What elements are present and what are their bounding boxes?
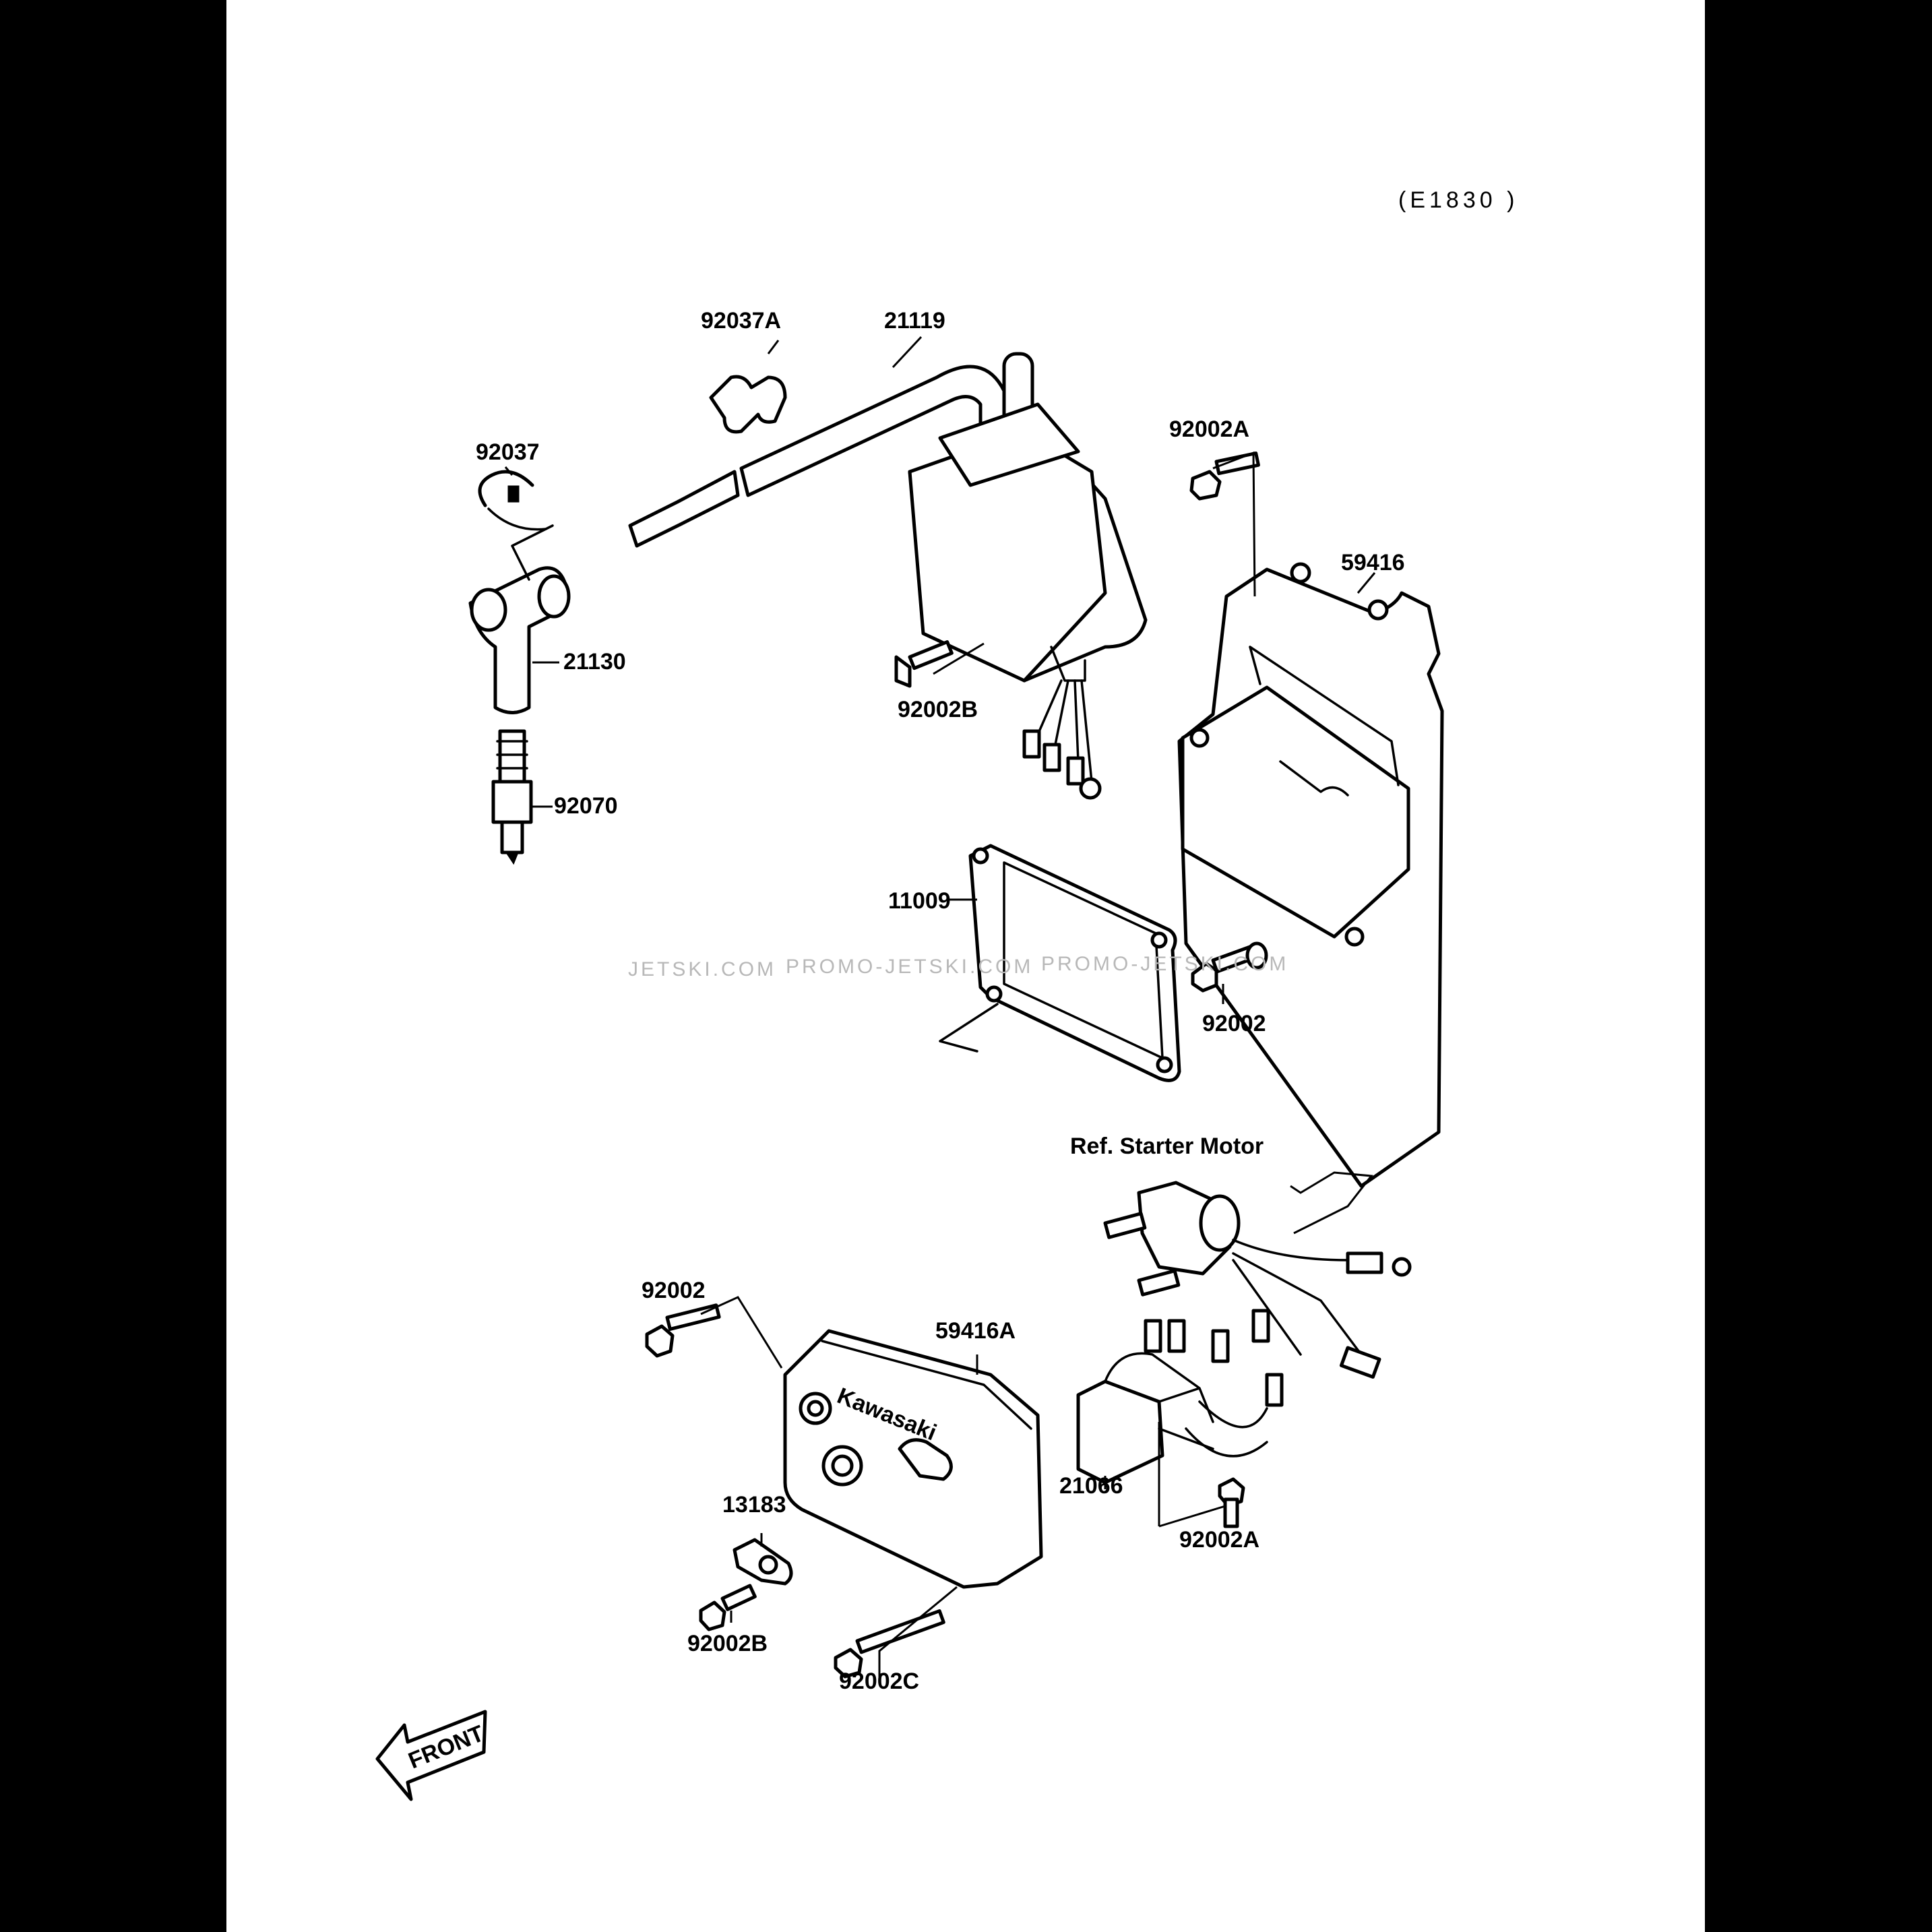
- label-92002B-bottom: 92002B: [687, 1631, 768, 1656]
- bolt-92002B-bottom-icon: [699, 1584, 757, 1631]
- label-92002A-bottom: 92002A: [1179, 1527, 1259, 1553]
- plate-13183-icon: [733, 1538, 793, 1586]
- label-92002B-top: 92002B: [898, 697, 978, 722]
- diagram-code: (E1830 ): [1398, 187, 1518, 213]
- starter-motor-ref-icon: [1103, 1181, 1412, 1379]
- label-11009: 11009: [888, 888, 951, 914]
- watermark-1: JETSKI.COM: [628, 958, 776, 980]
- watermark-2: PROMO-JETSKI.COM: [786, 956, 1033, 978]
- bolt-92002A-top-icon: [1189, 451, 1260, 501]
- bolt-92002-top-icon: [1191, 941, 1268, 993]
- bolt-92002-bottom-icon: [645, 1303, 721, 1358]
- gasket-11009-icon: [939, 844, 1181, 1082]
- starter-relay-21066-icon: [1076, 1309, 1284, 1485]
- label-92037A: 92037A: [701, 308, 781, 334]
- label-13183: 13183: [722, 1492, 786, 1518]
- label-21130: 21130: [563, 649, 626, 675]
- label-92070: 92070: [554, 793, 618, 819]
- label-21066: 21066: [1059, 1473, 1123, 1499]
- label-59416A: 59416A: [935, 1318, 1016, 1344]
- bolt-92002B-top-icon: [894, 640, 954, 688]
- parts-sheet: [226, 0, 1705, 1932]
- clip-92037A-icon: [709, 375, 787, 434]
- electric-case-59416-icon: [1177, 562, 1444, 1188]
- label-92002-top: 92002: [1202, 1011, 1266, 1036]
- ignition-coil-21119-icon: [628, 352, 1148, 800]
- bolt-92002A-bottom-icon: [1218, 1477, 1245, 1528]
- label-21119: 21119: [884, 308, 945, 334]
- spark-plug-92070-icon: [491, 729, 533, 865]
- reference-starter-motor: Ref. Starter Motor: [1070, 1133, 1264, 1159]
- bolt-92002C-icon: [834, 1609, 945, 1679]
- label-92002-bottom: 92002: [642, 1278, 706, 1303]
- label-59416: 59416: [1341, 550, 1405, 575]
- label-92002A-top: 92002A: [1169, 416, 1249, 442]
- clamp-92037-icon: [478, 470, 547, 531]
- label-92002C: 92002C: [839, 1669, 919, 1694]
- plug-cap-21130-icon: [468, 524, 571, 714]
- front-direction-arrow: FRONT: [375, 1710, 488, 1801]
- watermark-3: PROMO-JETSKI.COM: [1041, 953, 1288, 975]
- case-cover-59416A-icon: Kawasaki: [783, 1329, 1043, 1589]
- label-92037: 92037: [476, 439, 540, 465]
